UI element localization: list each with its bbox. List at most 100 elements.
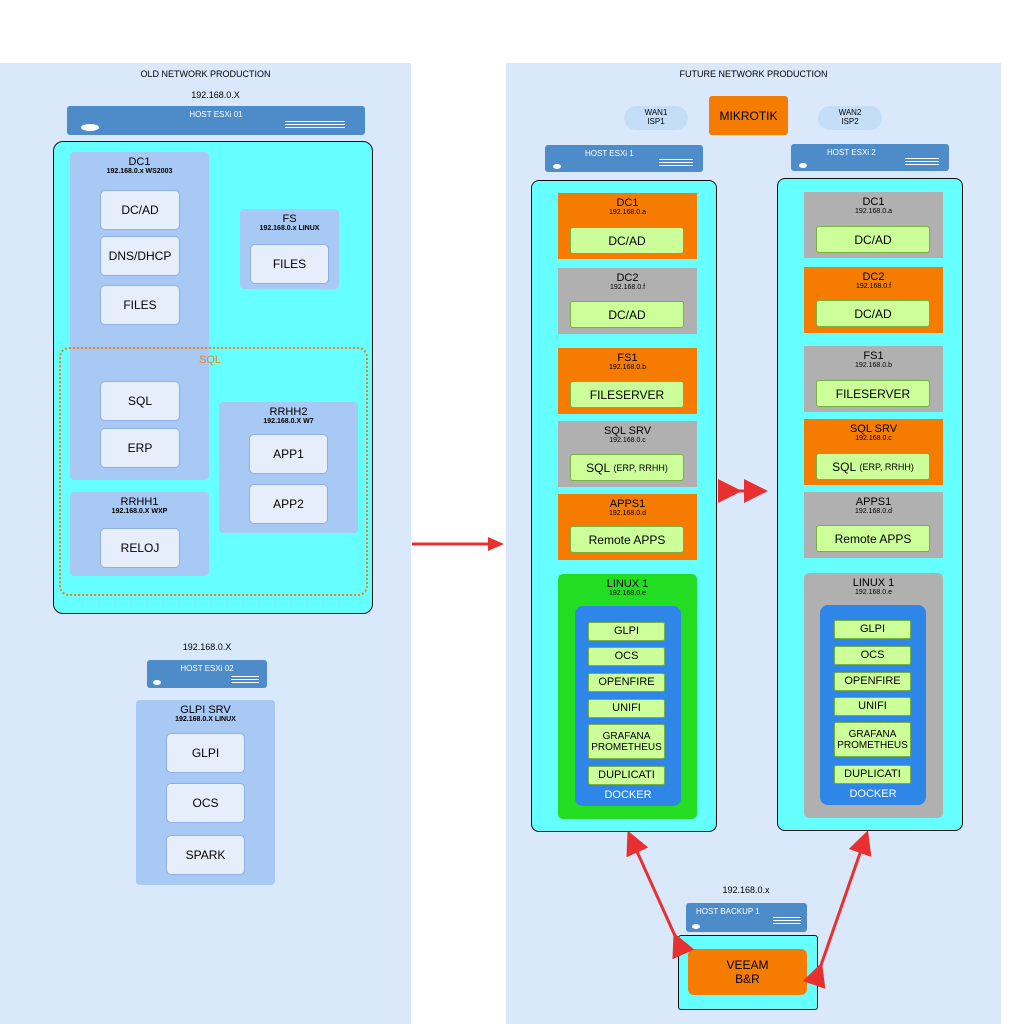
vm-title: FS1: [617, 352, 638, 364]
h2-fs1-svc: FILESERVER: [816, 380, 930, 407]
vm-title: APPS1: [855, 496, 892, 508]
migration-arrow: [412, 537, 504, 551]
h2-docker-ocs: OCS: [834, 646, 911, 665]
h1-dc1-svc: DC/AD: [570, 227, 684, 254]
mikrotik-router: MIKROTIK: [709, 96, 788, 135]
host-vents-icon: [773, 917, 801, 925]
vm-title: DC2: [616, 272, 639, 284]
future-network-title: FUTURE NETWORK PRODUCTION: [679, 69, 828, 79]
host-vents-icon: [231, 676, 259, 684]
host-label: HOST ESXi 1: [585, 149, 634, 158]
h1-sql-svc: SQL (ERP, RRHH): [570, 454, 684, 481]
wan1-cloud: WAN1 ISP1: [624, 106, 688, 130]
vm-title: SQL SRV: [849, 423, 898, 435]
host-led-icon: [81, 124, 99, 131]
wan-label: WAN2: [838, 108, 862, 117]
old-dc1-svc-erp: ERP: [100, 428, 180, 468]
vm-title: DC1: [616, 197, 639, 209]
h2-dc2-svc: DC/AD: [816, 300, 930, 327]
old-host1-ip: 192.168.0.X: [191, 90, 240, 100]
old-fs-svc-files: FILES: [250, 244, 329, 284]
vm-title: SQL SRV: [603, 425, 652, 437]
vm-title: FS1: [863, 350, 884, 362]
vm-subtitle: 192.168.0.X W7: [263, 418, 314, 425]
old-dc1-svc-dcad: DC/AD: [100, 190, 180, 230]
svc-detail: (ERP, RRHH): [859, 461, 914, 472]
vm-title: DC1: [128, 156, 151, 168]
vm-subtitle: 192.168.0.x LINUX: [259, 225, 320, 232]
veeam-br: VEEAM B&R: [688, 949, 807, 995]
backup-host-ip: 192.168.0.x: [722, 885, 770, 895]
br-label: B&R: [735, 972, 760, 986]
old-sql-group: [59, 347, 368, 596]
svc-detail: (ERP, RRHH): [613, 462, 668, 473]
wan2-cloud: WAN2 ISP2: [818, 106, 882, 130]
host-label: HOST ESXi 02: [180, 664, 234, 673]
h1-docker-ocs: OCS: [588, 647, 665, 666]
h1-apps1-svc: Remote APPS: [570, 526, 684, 553]
svc-line1: GRAFANA: [602, 730, 651, 742]
h2-docker-glpi: GLPI: [834, 620, 911, 639]
old-rrhh2-svc-app1: APP1: [249, 434, 328, 474]
h2-docker-unifi: UNIFI: [834, 697, 911, 716]
old-dc1-svc-files: FILES: [100, 285, 180, 325]
host-backup-1: HOST BACKUP 1: [686, 903, 807, 932]
h2-docker-grafana: GRAFANA PROMETHEUS: [834, 722, 911, 757]
vm-title: FS: [282, 213, 297, 225]
vm-title: RRHH1: [120, 496, 159, 508]
isp-label: ISP1: [647, 117, 665, 126]
vm-subtitle: 192.168.0.X WXP: [111, 508, 168, 515]
vm-subtitle: 192.168.0.c: [855, 435, 892, 442]
vm-title: APPS1: [609, 498, 646, 510]
wan-label: WAN1: [644, 108, 668, 117]
backup-arrow-esxi1: [626, 830, 695, 960]
vm-subtitle: 192.168.0.d: [855, 508, 892, 515]
old-dc1-svc-sql: SQL: [100, 381, 180, 421]
host-led-icon: [553, 164, 561, 169]
svc-main: SQL: [586, 460, 611, 475]
old-glpi-svc-spark: SPARK: [166, 835, 245, 875]
backup-arrow-esxi2: [802, 830, 872, 989]
h2-docker-duplicati: DUPLICATI: [834, 765, 911, 784]
vm-subtitle: 192.168.0.e: [855, 589, 892, 596]
vm-title: GLPI SRV: [180, 704, 231, 716]
h1-docker-label: DOCKER: [604, 789, 652, 801]
future-host-esxi-2: HOST ESXi 2: [791, 144, 949, 171]
host-led-icon: [153, 680, 161, 685]
svc-line2: PROMETHEUS: [837, 739, 908, 751]
vm-subtitle: 192.168.0.b: [855, 362, 892, 369]
vm-subtitle: 192.168.0.d: [609, 510, 646, 517]
h2-docker-openfire: OPENFIRE: [834, 672, 911, 691]
svc-main: SQL: [832, 459, 857, 474]
host-led-icon: [799, 163, 807, 168]
vm-title: LINUX 1: [852, 577, 895, 589]
vm-title: RRHH2: [269, 406, 308, 418]
h1-docker-openfire: OPENFIRE: [588, 673, 665, 692]
vm-subtitle: 192.168.0.a: [609, 209, 646, 216]
svc-line2: PROMETHEUS: [591, 741, 662, 753]
vm-subtitle: 192.168.0.a: [855, 208, 892, 215]
old-rrhh1-svc-reloj: RELOJ: [100, 528, 180, 568]
old-rrhh2-svc-app2: APP2: [249, 484, 328, 524]
h1-docker-duplicati: DUPLICATI: [588, 766, 665, 785]
vm-subtitle: 192.168.0.b: [609, 364, 646, 371]
host-vents-icon: [659, 159, 693, 167]
h2-docker-label: DOCKER: [849, 788, 897, 800]
old-glpi-svc-ocs: OCS: [166, 783, 245, 823]
vm-subtitle: 192.168.0.f: [855, 283, 892, 290]
old-host-esxi-01: HOST ESXi 01: [67, 106, 365, 135]
old-glpi-svc-glpi: GLPI: [166, 733, 245, 773]
host-label: HOST ESXi 2: [827, 148, 876, 157]
veeam-label: VEEAM: [726, 958, 769, 972]
host-label: HOST ESXi 01: [189, 110, 243, 119]
vm-title: DC1: [862, 196, 885, 208]
h1-dc2-svc: DC/AD: [570, 301, 684, 328]
svc-line1: GRAFANA: [848, 728, 897, 740]
isp-label: ISP2: [841, 117, 859, 126]
h1-docker-unifi: UNIFI: [588, 699, 665, 718]
vm-subtitle: 192.168.0.e: [609, 590, 646, 597]
h2-sql-svc: SQL (ERP, RRHH): [816, 453, 930, 480]
vm-subtitle: 192.168.0.f: [609, 284, 646, 291]
old-network-title: OLD NETWORK PRODUCTION: [140, 69, 271, 79]
